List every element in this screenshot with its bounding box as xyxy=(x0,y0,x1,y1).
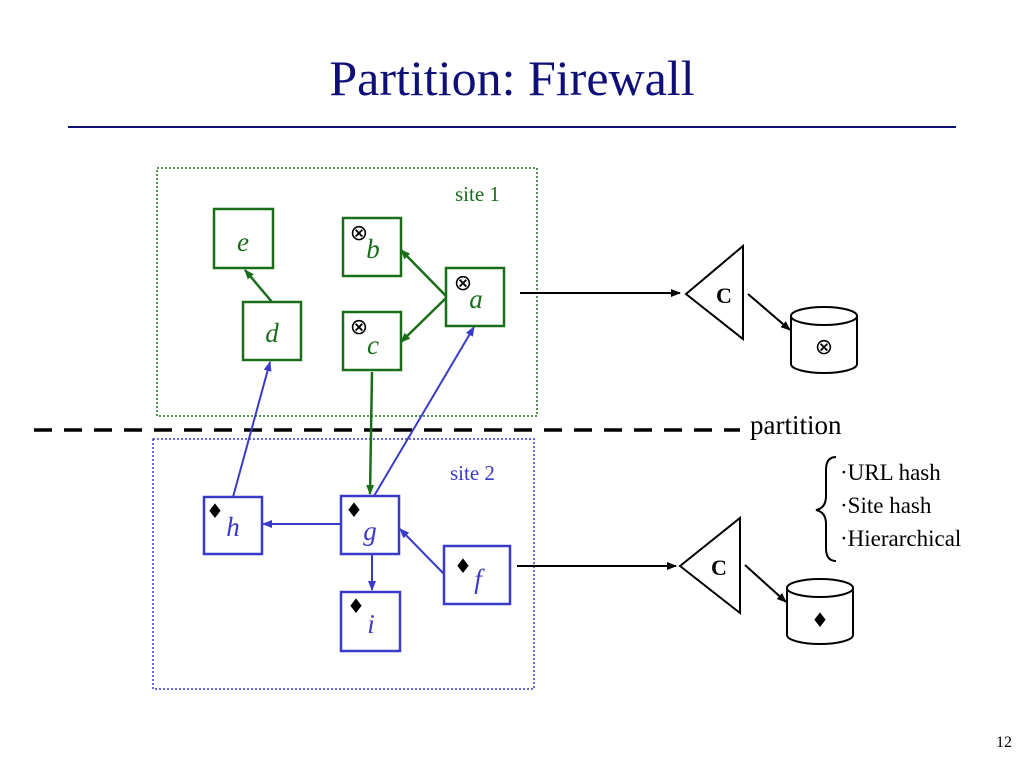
node-f-marker: ♦ xyxy=(454,554,472,578)
edge-h-d xyxy=(232,361,272,498)
svg-text:f: f xyxy=(474,564,485,594)
svg-text:g: g xyxy=(363,516,377,546)
node-d: d xyxy=(241,300,303,362)
node-i: ♦ i xyxy=(339,590,402,653)
svg-text:h: h xyxy=(226,512,240,542)
svg-text:a: a xyxy=(469,284,483,314)
node-f: ♦ f xyxy=(442,544,512,606)
svg-text:C: C xyxy=(716,283,732,308)
edge-cache1-store1 xyxy=(747,293,791,331)
page-title: Partition: Firewall xyxy=(329,50,695,106)
node-h: ♦ h xyxy=(202,495,264,556)
edge-a-b xyxy=(400,249,447,297)
slide-number: 12 xyxy=(996,734,1012,751)
cache-2: C xyxy=(678,515,741,616)
edge-d-e xyxy=(244,269,273,303)
svg-text:C: C xyxy=(711,555,727,580)
partition-label: partition xyxy=(750,410,842,440)
site1-label: site 1 xyxy=(455,182,500,206)
site2-region xyxy=(152,438,535,690)
method-hierarchical: ·Hierarchical xyxy=(840,526,962,551)
node-i-marker: ♦ xyxy=(347,594,365,618)
edge-c-g xyxy=(366,371,375,495)
node-a-marker: ⊗ xyxy=(454,271,472,296)
store-2-marker: ♦ xyxy=(811,608,829,632)
method-url-hash: ·URL hash xyxy=(840,460,941,485)
svg-text:i: i xyxy=(367,609,375,639)
site2-label: site 2 xyxy=(450,461,495,485)
partition-methods-list: ·URL hash ·Site hash ·Hierarchical xyxy=(840,456,961,555)
edge-g-a xyxy=(373,326,475,497)
svg-text:b: b xyxy=(366,234,380,264)
edge-f-g xyxy=(399,528,445,575)
node-c-marker: ⊗ xyxy=(350,315,368,340)
svg-text:d: d xyxy=(265,318,279,348)
brace xyxy=(815,456,837,562)
node-h-marker: ♦ xyxy=(206,499,224,523)
node-c: ⊗ c xyxy=(341,310,403,372)
node-b: ⊗ b xyxy=(341,216,403,278)
node-a: ⊗ a xyxy=(444,266,506,328)
cache-1: C xyxy=(684,243,744,342)
store-2: ♦ xyxy=(786,578,854,645)
edge-cache2-store2 xyxy=(744,564,787,603)
store-1: ⊗ xyxy=(790,306,858,374)
node-g: ♦ g xyxy=(339,494,401,556)
store-1-marker: ⊗ xyxy=(815,335,833,360)
edge-a-c xyxy=(400,297,447,343)
method-site-hash: ·Site hash xyxy=(840,493,932,518)
svg-text:c: c xyxy=(367,330,379,360)
node-b-marker: ⊗ xyxy=(350,221,368,246)
svg-text:e: e xyxy=(237,227,249,257)
node-g-marker: ♦ xyxy=(345,498,363,522)
title-underline xyxy=(68,126,956,128)
node-e: e xyxy=(212,207,275,270)
